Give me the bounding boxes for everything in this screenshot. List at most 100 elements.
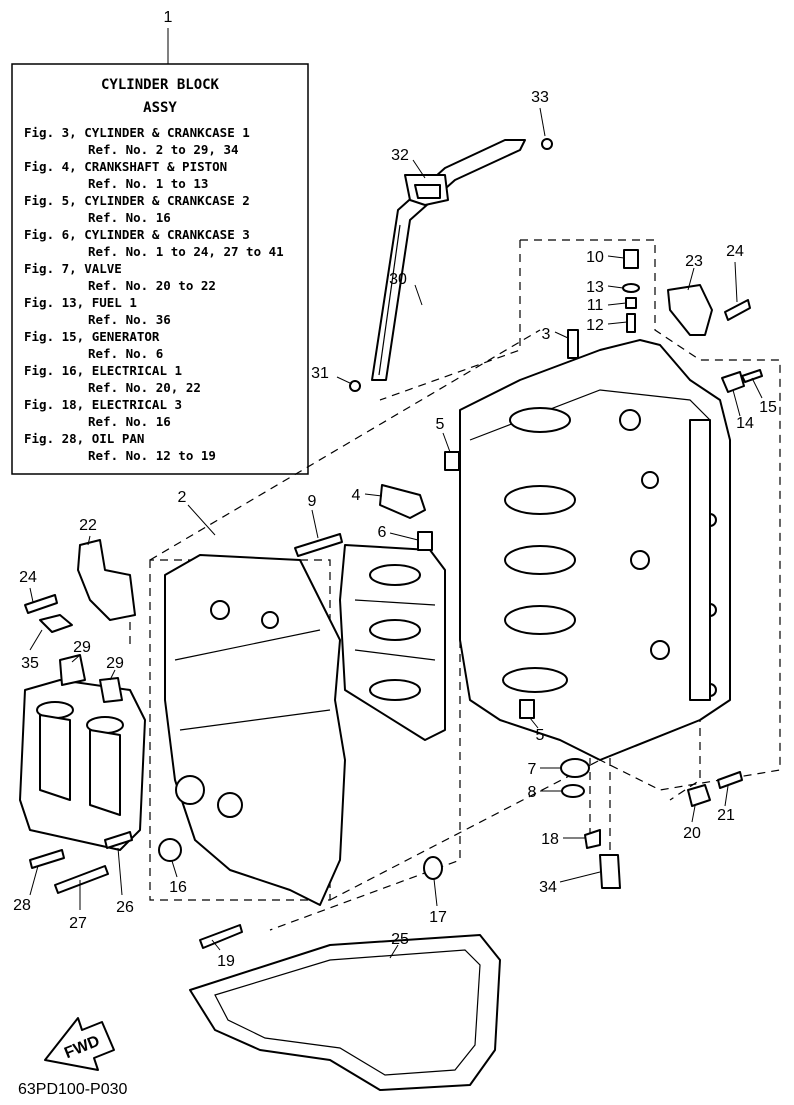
- callout-7: 7: [528, 761, 537, 778]
- ref-box-figure: Fig. 3, CYLINDER & CRANKCASE 1: [24, 125, 250, 140]
- bearing-housing: [339, 544, 446, 741]
- sensor-34: [599, 854, 621, 889]
- callout-10: 10: [586, 249, 604, 266]
- callout-11: 11: [587, 297, 604, 314]
- o-ring-33: [541, 138, 553, 150]
- clip-14: [721, 371, 745, 393]
- callout-12: 12: [586, 317, 604, 334]
- callout-32: 32: [391, 147, 409, 164]
- dowel-5-lower: [519, 699, 535, 719]
- bracket-22: [77, 539, 136, 621]
- bolt-19: [199, 924, 243, 949]
- dowel-5-upper: [444, 451, 460, 471]
- ref-box-figure: Fig. 18, ELECTRICAL 3: [24, 397, 182, 412]
- plug-7: [560, 758, 590, 778]
- bolt-9: [294, 533, 343, 557]
- callout-8: 8: [528, 784, 537, 801]
- clip-20: [687, 784, 711, 807]
- bolt-18: [584, 829, 601, 849]
- collar-11: [625, 297, 637, 309]
- callout-26: 26: [116, 899, 134, 916]
- dowel-6: [417, 531, 433, 551]
- callout-6: 6: [378, 524, 387, 541]
- ref-box-refno: Ref. No. 20, 22: [88, 380, 201, 395]
- pin-12: [626, 313, 636, 333]
- ref-box-figure: Fig. 7, VALVE: [24, 261, 122, 276]
- callout-29-right: 29: [106, 655, 124, 672]
- callout-18: 18: [541, 831, 559, 848]
- collar-26: [104, 831, 133, 849]
- callout-3: 3: [542, 326, 551, 343]
- callout-19: 19: [217, 953, 235, 970]
- ref-box-refno: Ref. No. 1 to 24, 27 to 41: [88, 244, 284, 259]
- ref-box-figure: Fig. 6, CYLINDER & CRANKCASE 3: [24, 227, 250, 242]
- ref-box-figure: Fig. 4, CRANKSHAFT & PISTON: [24, 159, 227, 174]
- diagram-code: 63PD100-P030: [18, 1081, 128, 1098]
- ref-box-subtitle: ASSY: [143, 100, 177, 116]
- cylinder-block: [459, 339, 731, 761]
- bracket-23: [667, 284, 713, 336]
- bolt-21: [717, 771, 743, 789]
- callout-5-lower: 5: [536, 727, 545, 744]
- bolt-28: [29, 849, 65, 869]
- ref-box-figure: Fig. 13, FUEL 1: [24, 295, 137, 310]
- callout-29-left: 29: [73, 639, 91, 656]
- callout-22: 22: [79, 517, 97, 534]
- callout-28: 28: [13, 897, 31, 914]
- clip-35: [39, 614, 73, 633]
- callout-24-left: 24: [19, 569, 37, 586]
- callout-21: 21: [717, 807, 735, 824]
- ref-box-refno: Ref. No. 2 to 29, 34: [88, 142, 239, 157]
- callout-2: 2: [178, 489, 187, 506]
- ref-box-refno: Ref. No. 36: [88, 312, 171, 327]
- ref-box-refno: Ref. No. 12 to 19: [88, 448, 216, 463]
- callout-1: 1: [164, 9, 173, 26]
- callout-31: 31: [311, 365, 329, 382]
- ref-box-figure: Fig. 5, CYLINDER & CRANKCASE 2: [24, 193, 250, 208]
- dipstick-guide: [371, 139, 526, 381]
- callout-16: 16: [169, 879, 187, 896]
- callout-5-upper: 5: [436, 416, 445, 433]
- plug-10: [623, 249, 639, 269]
- ref-box-refno: Ref. No. 1 to 13: [88, 176, 208, 191]
- callout-13: 13: [586, 279, 604, 296]
- callout-17: 17: [429, 909, 447, 926]
- callout-9: 9: [308, 493, 317, 510]
- reference-box: 1 CYLINDER BLOCK ASSY Fig. 3, CYLINDER &…: [11, 9, 309, 475]
- ref-box-title: CYLINDER BLOCK: [101, 77, 220, 93]
- ignition-coil-assy: [19, 654, 146, 851]
- o-ring-31: [349, 380, 361, 392]
- ref-box-figure: Fig. 28, OIL PAN: [24, 431, 144, 446]
- dowel-pin-3: [567, 329, 579, 359]
- gasket-25: [189, 934, 501, 1091]
- gasket-13: [622, 283, 640, 293]
- ref-box-figure: Fig. 15, GENERATOR: [24, 329, 160, 344]
- ref-box-refno: Ref. No. 16: [88, 414, 171, 429]
- fitting-4: [379, 484, 426, 519]
- callout-20: 20: [683, 825, 701, 842]
- ref-box-refno: Ref. No. 16: [88, 210, 171, 225]
- o-ring-17: [423, 856, 443, 880]
- bolt-24-left: [24, 594, 58, 614]
- callout-4: 4: [352, 487, 361, 504]
- crankcase: [164, 554, 346, 906]
- bolt-15: [741, 369, 763, 383]
- callout-33: 33: [531, 89, 549, 106]
- callout-24-right: 24: [726, 243, 744, 260]
- callout-27: 27: [69, 915, 87, 932]
- callout-14: 14: [736, 415, 754, 432]
- callout-34: 34: [539, 879, 557, 896]
- callout-15: 15: [759, 399, 777, 416]
- fwd-arrow: FWD: [44, 1017, 115, 1071]
- ref-box-lines: Fig. 3, CYLINDER & CRANKCASE 1 Ref. No. 2…: [24, 125, 284, 463]
- callout-30: 30: [389, 271, 407, 288]
- callout-25: 25: [391, 931, 409, 948]
- bolt-27: [54, 865, 109, 894]
- bolt-24-right: [724, 299, 751, 321]
- o-ring-8: [561, 784, 585, 798]
- callout-23: 23: [685, 253, 703, 270]
- ref-box-refno: Ref. No. 20 to 22: [88, 278, 216, 293]
- dipstick-clip: [404, 174, 449, 206]
- ref-box-figure: Fig. 16, ELECTRICAL 1: [24, 363, 182, 378]
